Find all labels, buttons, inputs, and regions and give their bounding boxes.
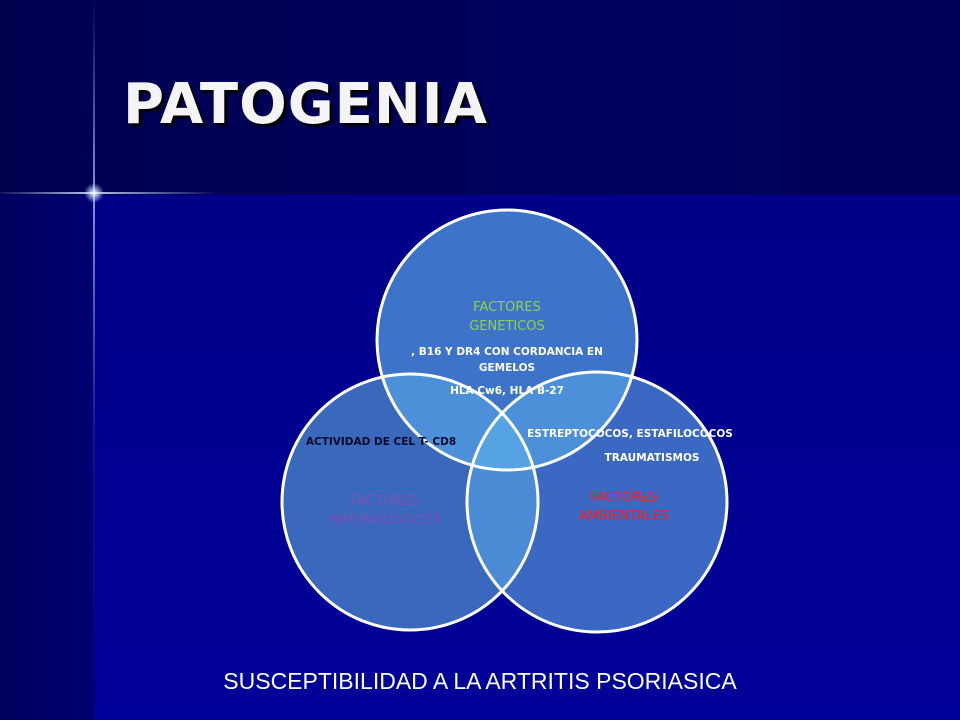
overlap-geneticos-ambientales [467,372,637,470]
circle-outline-inmunologicos [280,372,540,632]
label-ambientales-line1: FACTORES [590,490,658,505]
sparkle-icon [84,183,104,203]
slide-title: PATOGENIA [123,72,488,137]
circle-outline-geneticos [375,208,639,472]
note-inmunologicos-1: ACTIVIDAD DE CEL T- CD8 [306,436,456,448]
header-band [0,0,960,195]
overlap-geneticos-inmunologicos [377,374,538,470]
note-geneticos-2: GEMELOS [479,362,535,374]
note-geneticos-3: HLA Cw6, HLA B-27 [450,385,564,397]
decorative-vertical-line [93,0,95,720]
label-geneticos-line2: GENETICOS [469,319,545,334]
decorative-horizontal-line [0,192,220,194]
label-inmunologicos-line1: FACTORES [351,494,419,509]
diagram-caption: SUSCEPTIBILIDAD A LA ARTRITIS PSORIASICA [223,668,737,694]
label-inmunologicos-line2: INMUNOLOGICOS [329,513,442,528]
label-geneticos-line1: FACTORES [473,300,541,315]
note-ambientales-1: ESTREPTOCOCOS, ESTAFILOCOCOS [527,428,733,440]
circle-outline-ambientales [465,370,729,634]
note-ambientales-2: TRAUMATISMOS [605,452,700,464]
note-geneticos-1: , B16 Y DR4 CON CORDANCIA EN [411,346,603,358]
label-ambientales-line2: AMBIENTALES [579,509,669,524]
